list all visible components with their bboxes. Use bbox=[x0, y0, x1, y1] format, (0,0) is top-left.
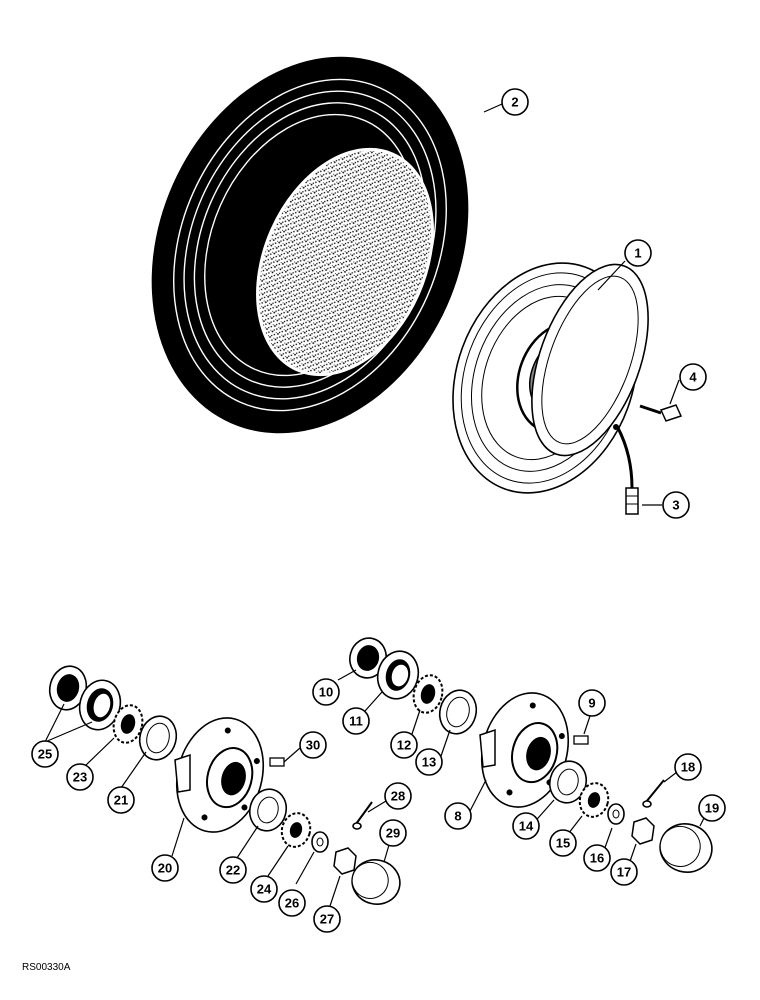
svg-text:29: 29 bbox=[386, 826, 400, 841]
svg-text:10: 10 bbox=[319, 685, 333, 700]
callout-15: 15 bbox=[549, 829, 577, 857]
svg-text:11: 11 bbox=[349, 714, 363, 729]
svg-text:3: 3 bbox=[672, 498, 679, 513]
callout-30: 30 bbox=[299, 731, 327, 759]
right-hub-assembly bbox=[349, 637, 713, 873]
callout-1: 1 bbox=[624, 239, 652, 267]
callout-12: 12 bbox=[390, 731, 418, 759]
callout-26: 26 bbox=[278, 889, 306, 917]
callout-19: 19 bbox=[698, 794, 726, 822]
left-hub-assembly bbox=[48, 665, 401, 905]
callout-11: 11 bbox=[342, 707, 370, 735]
svg-text:19: 19 bbox=[705, 801, 719, 816]
svg-text:12: 12 bbox=[397, 738, 411, 753]
callout-29: 29 bbox=[379, 819, 407, 847]
callout-23: 23 bbox=[66, 763, 94, 791]
svg-text:2: 2 bbox=[511, 95, 518, 110]
callout-3: 3 bbox=[662, 491, 690, 519]
callout-25: 25 bbox=[31, 740, 59, 768]
svg-text:8: 8 bbox=[454, 809, 461, 824]
svg-text:24: 24 bbox=[257, 882, 272, 897]
callout-20: 20 bbox=[151, 854, 179, 882]
callout-2: 2 bbox=[501, 88, 529, 116]
svg-text:27: 27 bbox=[320, 912, 334, 927]
svg-text:22: 22 bbox=[226, 863, 240, 878]
svg-text:18: 18 bbox=[681, 760, 695, 775]
svg-text:13: 13 bbox=[422, 755, 436, 770]
callout-10: 10 bbox=[312, 678, 340, 706]
svg-text:23: 23 bbox=[73, 770, 87, 785]
callout-24: 24 bbox=[250, 875, 278, 903]
tire bbox=[151, 56, 469, 434]
figure-code: RS00330A bbox=[22, 962, 71, 973]
svg-text:4: 4 bbox=[689, 370, 697, 385]
callout-13: 13 bbox=[415, 748, 443, 776]
wheel-bolt bbox=[639, 404, 683, 422]
wheel-rim bbox=[452, 262, 649, 494]
svg-text:21: 21 bbox=[114, 793, 128, 808]
svg-text:26: 26 bbox=[285, 896, 299, 911]
callout-22: 22 bbox=[219, 856, 247, 884]
callout-14: 14 bbox=[512, 812, 540, 840]
svg-text:16: 16 bbox=[590, 851, 604, 866]
callout-28: 28 bbox=[384, 782, 412, 810]
svg-text:30: 30 bbox=[306, 738, 320, 753]
callout-17: 17 bbox=[610, 858, 638, 886]
callout-9: 9 bbox=[578, 689, 606, 717]
svg-text:14: 14 bbox=[519, 819, 534, 834]
callouts: 1 2 3 4 8 9 10 11 12 13 14 15 16 17 18 1… bbox=[31, 88, 726, 933]
callout-27: 27 bbox=[313, 905, 341, 933]
callout-16: 16 bbox=[583, 844, 611, 872]
svg-text:17: 17 bbox=[617, 865, 631, 880]
svg-text:28: 28 bbox=[391, 789, 405, 804]
leader-lines bbox=[44, 103, 708, 907]
callout-21: 21 bbox=[107, 786, 135, 814]
callout-4: 4 bbox=[679, 363, 707, 391]
svg-text:9: 9 bbox=[588, 696, 595, 711]
callout-8: 8 bbox=[444, 802, 472, 830]
svg-text:20: 20 bbox=[158, 861, 172, 876]
valve-stem bbox=[616, 427, 639, 515]
callout-18: 18 bbox=[674, 753, 702, 781]
svg-text:25: 25 bbox=[38, 747, 52, 762]
svg-text:1: 1 bbox=[634, 246, 641, 261]
svg-text:15: 15 bbox=[556, 836, 570, 851]
